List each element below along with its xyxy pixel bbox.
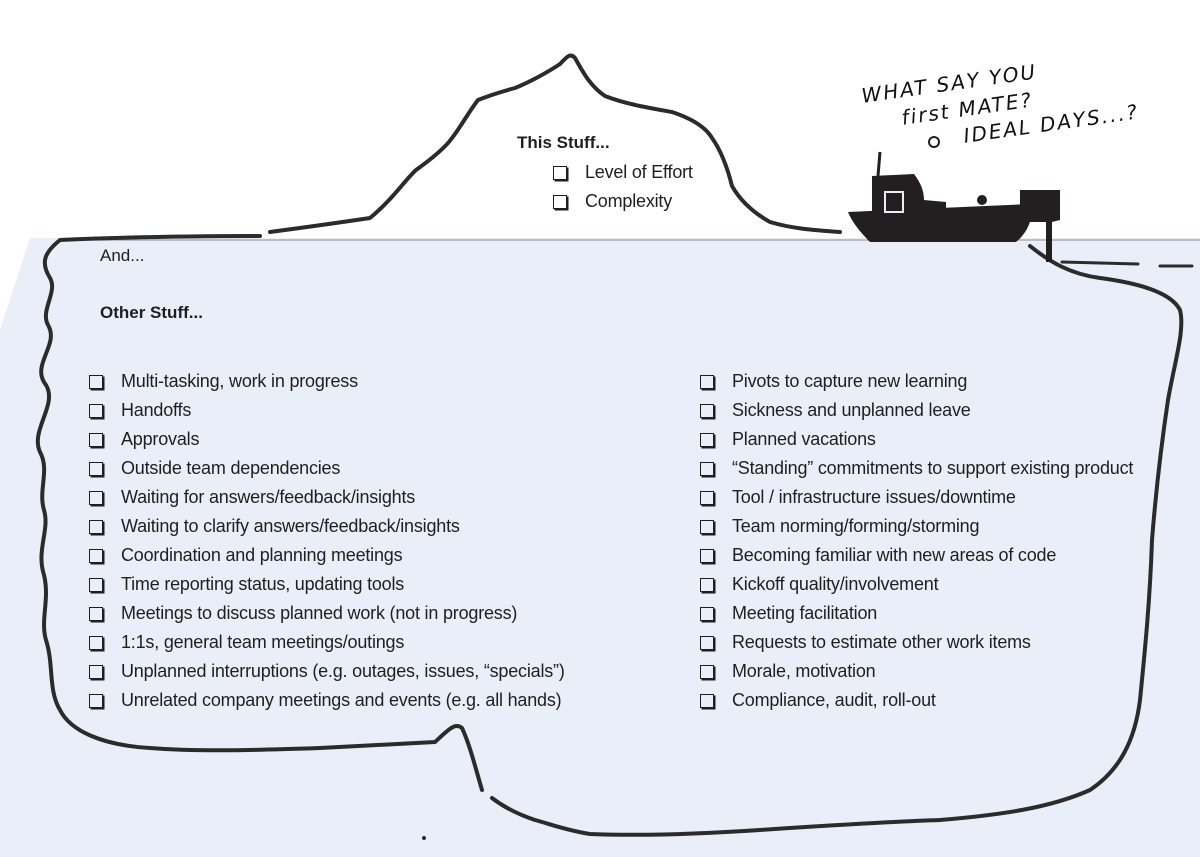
- checklist-item-label: Time reporting status, updating tools: [121, 574, 405, 594]
- checkbox[interactable]: [700, 519, 714, 534]
- checklist-item: Kickoff quality/involvement: [700, 570, 1133, 599]
- checklist-item-label: Meetings to discuss planned work (not in…: [121, 603, 518, 623]
- checkbox[interactable]: [89, 577, 103, 592]
- checkbox[interactable]: [89, 519, 103, 534]
- checkbox[interactable]: [553, 165, 567, 180]
- intro-text: And...: [100, 246, 145, 265]
- checklist-item: Meetings to discuss planned work (not in…: [89, 599, 565, 628]
- checklist-item-label: 1:1s, general team meetings/outings: [121, 632, 405, 652]
- checklist-item-label: Kickoff quality/involvement: [732, 574, 939, 594]
- checklist-item: “Standing” commitments to support existi…: [700, 454, 1133, 483]
- person-head: [977, 195, 987, 205]
- checkbox[interactable]: [700, 461, 714, 476]
- checkbox[interactable]: [89, 693, 103, 708]
- checklist-item-label: “Standing” commitments to support existi…: [732, 458, 1134, 478]
- mast: [876, 151, 882, 177]
- boat-window: [884, 191, 904, 213]
- checklist-item-label: Unrelated company meetings and events (e…: [121, 690, 562, 710]
- checklist-item-label: Team norming/forming/storming: [732, 516, 980, 536]
- checklist-item: Unplanned interruptions (e.g. outages, i…: [89, 657, 565, 686]
- checklist-item: Unrelated company meetings and events (e…: [89, 686, 565, 715]
- checkbox[interactable]: [89, 490, 103, 505]
- thought-bubble: [928, 136, 940, 148]
- checkbox[interactable]: [700, 635, 714, 650]
- checkbox[interactable]: [89, 461, 103, 476]
- checkbox[interactable]: [89, 606, 103, 621]
- checklist-item: Planned vacations: [700, 425, 1133, 454]
- checklist-item-label: Planned vacations: [732, 429, 876, 449]
- checklist-item-label: Outside team dependencies: [121, 458, 341, 478]
- checklist-item: Coordination and planning meetings: [89, 541, 565, 570]
- checkbox[interactable]: [700, 490, 714, 505]
- checklist-item: Approvals: [89, 425, 565, 454]
- ink-dot: [422, 836, 426, 840]
- boat: [848, 136, 1060, 262]
- checkbox[interactable]: [700, 432, 714, 447]
- checklist-item-label: Approvals: [121, 429, 200, 449]
- tip-item-label: Complexity: [585, 191, 673, 211]
- checklist-item: Waiting to clarify answers/feedback/insi…: [89, 512, 565, 541]
- checkbox[interactable]: [700, 606, 714, 621]
- checklist-item-label: Unplanned interruptions (e.g. outages, i…: [121, 661, 565, 681]
- checkbox[interactable]: [700, 577, 714, 592]
- checkbox[interactable]: [700, 693, 714, 708]
- checkbox[interactable]: [553, 194, 567, 209]
- checklist-item: Compliance, audit, roll-out: [700, 686, 1133, 715]
- boat-cabin: [872, 174, 946, 216]
- water-area: [0, 238, 1200, 857]
- checklist-item-label: Meeting facilitation: [732, 603, 878, 623]
- checklist-item-label: Handoffs: [121, 400, 192, 420]
- checkbox[interactable]: [700, 664, 714, 679]
- checkbox[interactable]: [700, 403, 714, 418]
- other-stuff-title: Other Stuff...: [100, 303, 203, 322]
- tip-item: Level of Effort: [553, 158, 693, 187]
- checklist-item-label: Requests to estimate other work items: [732, 632, 1031, 652]
- checklist-item: Handoffs: [89, 396, 565, 425]
- checklist-item: Outside team dependencies: [89, 454, 565, 483]
- checkbox[interactable]: [89, 664, 103, 679]
- checklist-item: Becoming familiar with new areas of code: [700, 541, 1133, 570]
- checklist-item: 1:1s, general team meetings/outings: [89, 628, 565, 657]
- checklist-item-label: Pivots to capture new learning: [732, 371, 968, 391]
- checklist-item: Pivots to capture new learning: [700, 367, 1133, 396]
- checklist-item: Sickness and unplanned leave: [700, 396, 1133, 425]
- iceberg-underwater-right: [490, 244, 1184, 837]
- tip-item: Complexity: [553, 187, 693, 216]
- checklist-item: Time reporting status, updating tools: [89, 570, 565, 599]
- checklist-item: Meeting facilitation: [700, 599, 1133, 628]
- iceberg-tip: [268, 53, 842, 234]
- checkbox[interactable]: [89, 635, 103, 650]
- checklist-item: Tool / infrastructure issues/downtime: [700, 483, 1133, 512]
- checklist-item-label: Sickness and unplanned leave: [732, 400, 971, 420]
- checklist-item-label: Coordination and planning meetings: [121, 545, 403, 565]
- wake-lines: [1060, 260, 1194, 268]
- checklist-item-label: Morale, motivation: [732, 661, 876, 681]
- checklist-item-label: Tool / infrastructure issues/downtime: [732, 487, 1016, 507]
- iceberg-underwater: [35, 234, 484, 792]
- checkbox[interactable]: [700, 548, 714, 563]
- checklist-item: Team norming/forming/storming: [700, 512, 1133, 541]
- boat-motor: [1020, 190, 1060, 262]
- tip-checklist: Level of Effort Complexity: [553, 158, 693, 216]
- checkbox[interactable]: [89, 403, 103, 418]
- checkbox[interactable]: [89, 374, 103, 389]
- checklist-item-label: Waiting for answers/feedback/insights: [121, 487, 416, 507]
- checklist-item: Morale, motivation: [700, 657, 1133, 686]
- checklist-item: Requests to estimate other work items: [700, 628, 1133, 657]
- checklist-item-label: Multi-tasking, work in progress: [121, 371, 358, 391]
- checklist-item-label: Becoming familiar with new areas of code: [732, 545, 1057, 565]
- checklist-item-label: Waiting to clarify answers/feedback/insi…: [121, 516, 460, 536]
- checklist-item: Waiting for answers/feedback/insights: [89, 483, 565, 512]
- checkbox[interactable]: [89, 548, 103, 563]
- checkbox[interactable]: [700, 374, 714, 389]
- tip-title: This Stuff...: [517, 133, 610, 152]
- checklist-item-label: Compliance, audit, roll-out: [732, 690, 936, 710]
- checkbox[interactable]: [89, 432, 103, 447]
- tip-item-label: Level of Effort: [585, 162, 693, 182]
- checklist-item: Multi-tasking, work in progress: [89, 367, 565, 396]
